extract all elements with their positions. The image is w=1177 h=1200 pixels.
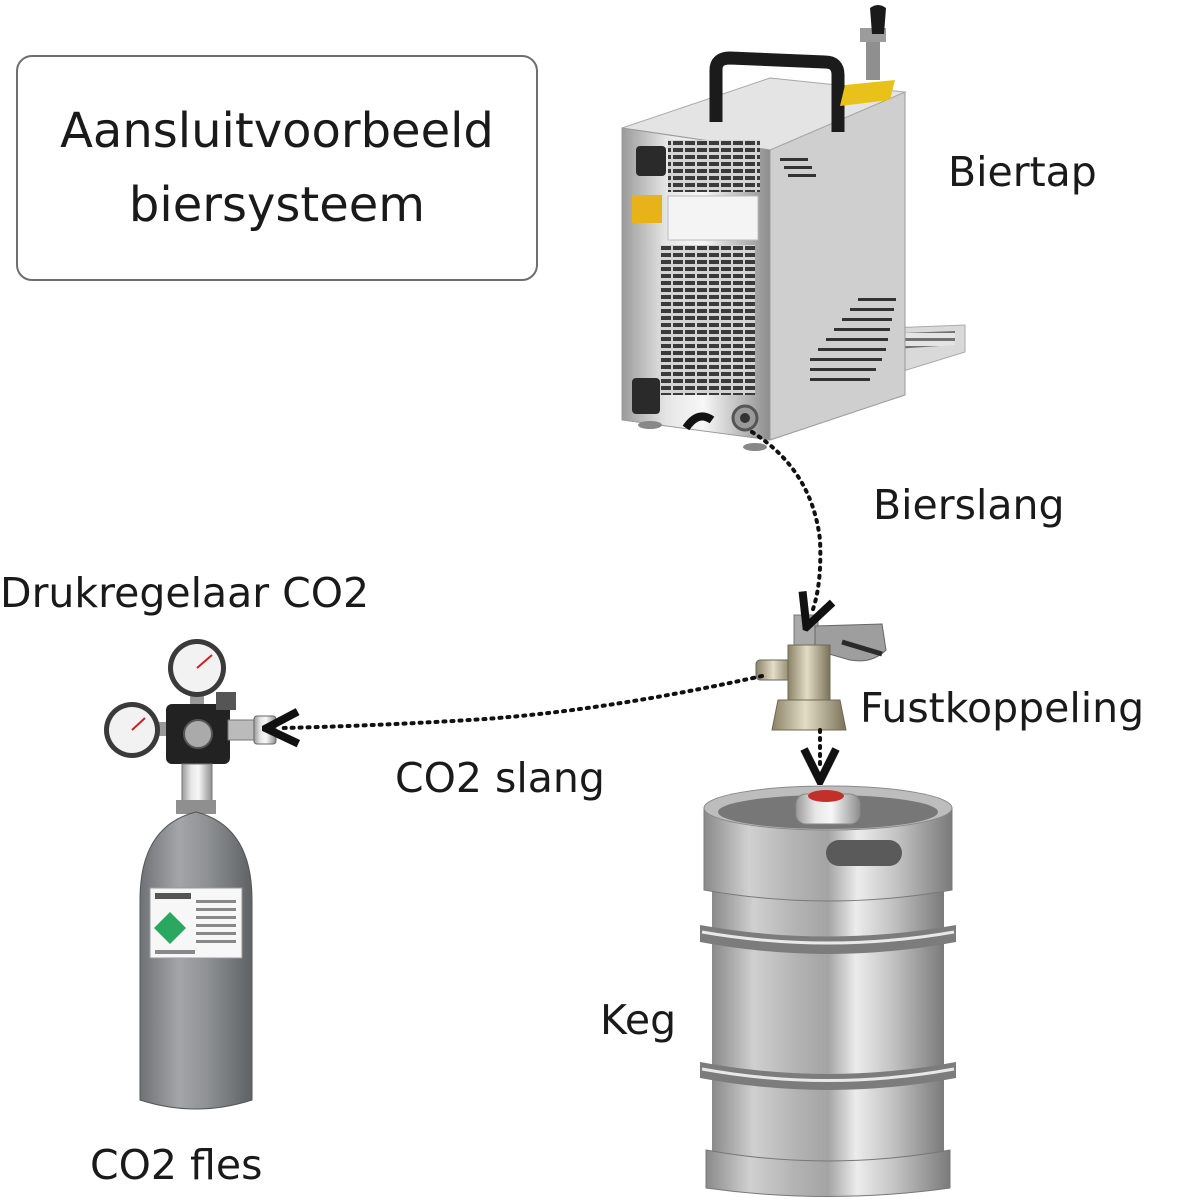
connector-bierslang bbox=[750, 430, 820, 612]
label-fustkoppeling: Fustkoppeling bbox=[860, 684, 1145, 732]
pressure-regulator-icon bbox=[104, 639, 277, 814]
title-line-1: Aansluitvoorbeeld bbox=[60, 102, 494, 159]
label-co2-fles: CO2 fles bbox=[90, 1141, 263, 1189]
label-biertap: Biertap bbox=[948, 148, 1097, 196]
beer-keg-icon bbox=[700, 785, 956, 1197]
connector-co2-slang bbox=[282, 674, 764, 728]
title-line-2: biersysteem bbox=[128, 177, 426, 233]
label-keg: Keg bbox=[600, 996, 677, 1044]
title-box: Aansluitvoorbeeld biersysteem bbox=[16, 55, 538, 281]
label-co2-slang: CO2 slang bbox=[395, 754, 605, 802]
label-drukregelaar: Drukregelaar CO2 bbox=[0, 569, 370, 617]
co2-cylinder-icon bbox=[139, 811, 253, 1110]
label-bierslang: Bierslang bbox=[873, 481, 1065, 529]
beer-tap-cooler-icon bbox=[621, 5, 966, 451]
